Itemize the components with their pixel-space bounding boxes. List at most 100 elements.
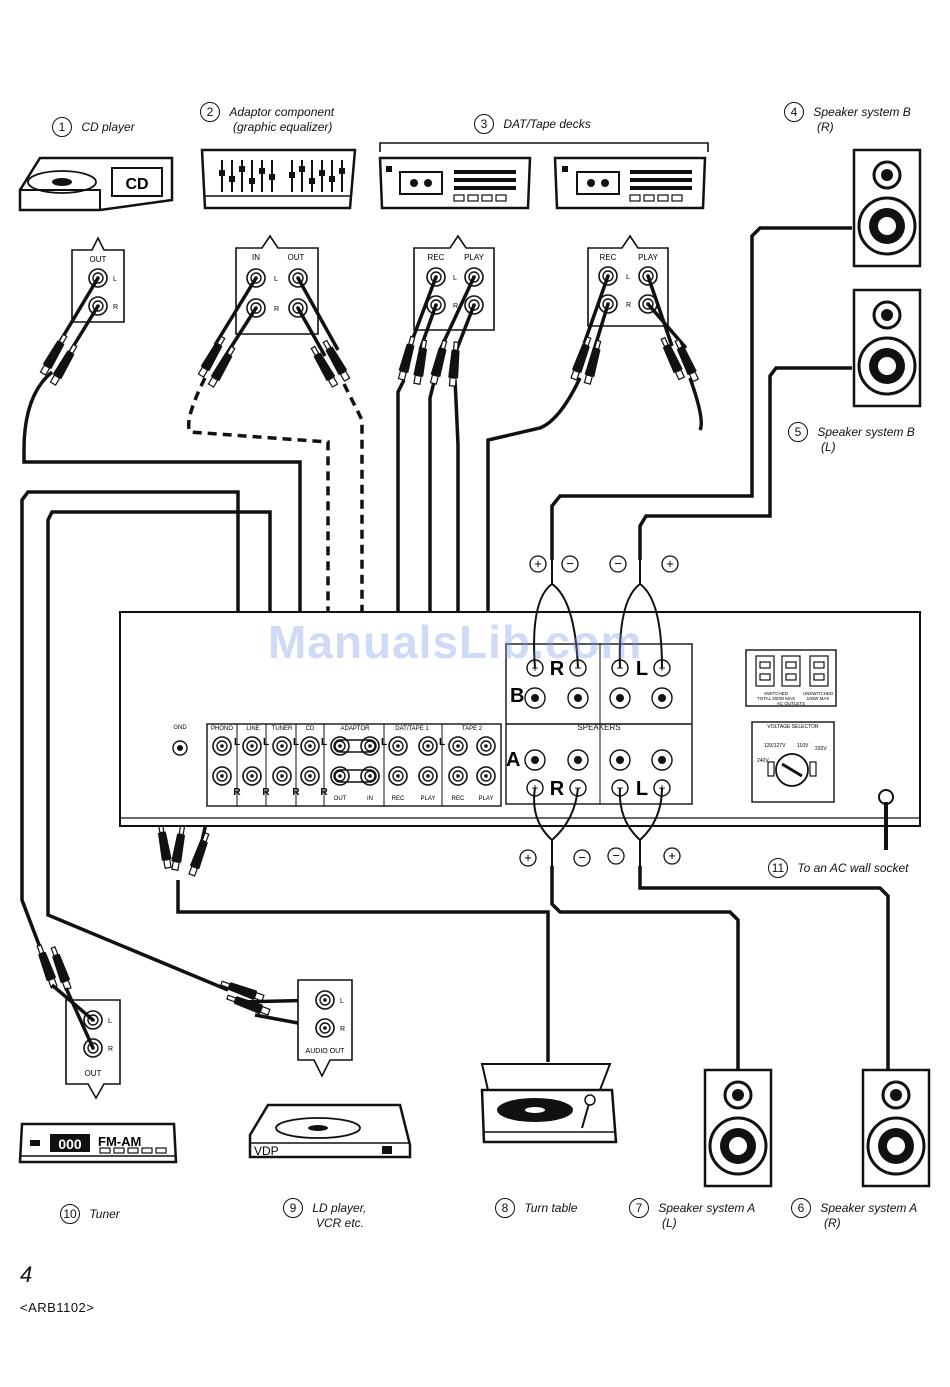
signal-cables xyxy=(20,226,890,1072)
svg-text:+: + xyxy=(666,556,674,571)
svg-text:OUT: OUT xyxy=(334,796,347,802)
component-4-sublabel: (R) xyxy=(817,120,834,134)
svg-text:IN: IN xyxy=(252,253,260,262)
svg-text:L: L xyxy=(108,1018,112,1025)
svg-text:R: R xyxy=(292,787,300,798)
component-11-label: 11 To an AC wall socket xyxy=(768,858,909,878)
svg-text:A: A xyxy=(506,749,520,771)
speaker-a-right-illustration xyxy=(861,1068,931,1188)
component-6-label: 6 Speaker system A xyxy=(791,1198,917,1218)
svg-text:DAT/TAPE 1: DAT/TAPE 1 xyxy=(395,726,429,732)
speaker-b-right-illustration xyxy=(852,148,922,268)
component-7-label: 7 Speaker system A xyxy=(629,1198,755,1218)
svg-text:110V: 110V xyxy=(797,743,809,749)
tuner-illustration: 000 FM-AM xyxy=(18,1122,178,1164)
svg-text:AUDIO OUT: AUDIO OUT xyxy=(306,1048,346,1055)
svg-text:L: L xyxy=(340,998,344,1005)
cd-display-text: CD xyxy=(125,176,148,193)
svg-text:L: L xyxy=(453,275,457,282)
component-2-label: 2 Adaptor component xyxy=(200,102,334,122)
document-code: <ARB1102> xyxy=(20,1300,95,1315)
svg-text:ADAPTOR: ADAPTOR xyxy=(341,726,371,732)
svg-text:100W MAX: 100W MAX xyxy=(807,696,830,701)
tuner-jacks-callout: L R OUT xyxy=(65,999,121,1100)
speaker-wires xyxy=(533,560,663,866)
cd-player-illustration: CD xyxy=(18,156,174,212)
svg-text:R: R xyxy=(320,787,328,798)
svg-text:120/127V: 120/127V xyxy=(764,743,786,749)
svg-text:TAPE 2: TAPE 2 xyxy=(462,726,483,732)
page-number: 4 xyxy=(20,1262,33,1287)
svg-text:LINE: LINE xyxy=(246,726,259,732)
svg-text:PLAY: PLAY xyxy=(464,253,485,262)
svg-text:OUT: OUT xyxy=(288,253,305,262)
svg-text:−: − xyxy=(614,556,622,571)
svg-text:OUT: OUT xyxy=(85,1069,102,1078)
svg-text:R: R xyxy=(108,1046,113,1053)
ld-player-illustration: VDP xyxy=(248,1103,412,1159)
svg-text:PHONO: PHONO xyxy=(211,726,233,732)
svg-text:L: L xyxy=(636,778,648,800)
svg-text:L: L xyxy=(113,276,117,283)
svg-text:R: R xyxy=(550,658,565,680)
svg-text:+: + xyxy=(534,556,542,571)
tape-decks-illustration xyxy=(378,142,709,210)
svg-text:+: + xyxy=(668,848,676,863)
svg-text:240V: 240V xyxy=(757,758,769,764)
component-5-label: 5 Speaker system B xyxy=(788,422,915,442)
svg-text:REC: REC xyxy=(428,253,445,262)
svg-text:R: R xyxy=(340,1026,345,1033)
component-4-label: 4 Speaker system B xyxy=(784,102,911,122)
svg-text:REC: REC xyxy=(392,796,405,802)
svg-text:OUT: OUT xyxy=(90,255,107,264)
receiver-rear-panel: GND PHONO LINE TUNER CD ADAPTOR DAT/TAPE… xyxy=(119,611,921,850)
svg-text:L: L xyxy=(293,737,299,748)
svg-text:−: − xyxy=(578,850,586,865)
svg-text:SPEAKERS: SPEAKERS xyxy=(577,723,620,732)
svg-text:VOLTAGE SELECTOR: VOLTAGE SELECTOR xyxy=(767,724,819,730)
component-10-label: 10 Tuner xyxy=(60,1204,120,1224)
svg-text:L: L xyxy=(439,737,445,748)
tape-deck-2-jacks-callout: REC PLAY L R xyxy=(587,234,669,327)
svg-text:TOTAL 200W MAX: TOTAL 200W MAX xyxy=(757,696,795,701)
ld-player-jacks-callout: L R AUDIO OUT xyxy=(297,979,353,1078)
svg-text:CD: CD xyxy=(306,726,315,732)
svg-text:L: L xyxy=(636,658,648,680)
svg-text:R: R xyxy=(233,787,241,798)
svg-text:VDP: VDP xyxy=(254,1144,279,1158)
svg-text:R: R xyxy=(626,302,631,309)
graphic-equalizer-illustration xyxy=(200,148,357,210)
turntable-illustration xyxy=(480,1063,618,1144)
speaker-b-left-illustration xyxy=(852,288,922,408)
component-2-sublabel: (graphic equalizer) xyxy=(233,120,333,134)
adaptor-dashed-cables xyxy=(186,377,364,640)
component-5-sublabel: (L) xyxy=(821,440,836,454)
svg-text:L: L xyxy=(263,737,269,748)
speaker-a-left-illustration xyxy=(703,1068,773,1188)
svg-text:IN: IN xyxy=(367,796,373,802)
svg-text:−: − xyxy=(612,848,620,863)
svg-text:PLAY: PLAY xyxy=(421,796,436,802)
component-7-sublabel: (L) xyxy=(662,1216,677,1230)
svg-text:R: R xyxy=(274,306,279,313)
svg-text:SWITCHED: SWITCHED xyxy=(764,691,789,696)
svg-text:L: L xyxy=(381,737,387,748)
svg-text:−: − xyxy=(566,556,574,571)
component-8-label: 8 Turn table xyxy=(495,1198,577,1218)
svg-text:TUNER: TUNER xyxy=(272,726,293,732)
svg-text:UNSWITCHED: UNSWITCHED xyxy=(803,691,834,696)
svg-text:AC OUTLETS: AC OUTLETS xyxy=(777,701,805,706)
svg-text:L: L xyxy=(274,276,278,283)
svg-text:000: 000 xyxy=(58,1136,82,1152)
component-1-label: 1 CD player xyxy=(52,117,135,137)
svg-text:L: L xyxy=(626,274,630,281)
svg-text:R: R xyxy=(113,304,118,311)
svg-text:L: L xyxy=(321,737,327,748)
svg-text:R: R xyxy=(262,787,270,798)
svg-text:L: L xyxy=(234,737,240,748)
svg-text:PLAY: PLAY xyxy=(638,253,659,262)
speaker-wire-polarity-markers: + − − + + − − + xyxy=(519,555,681,867)
svg-text:B: B xyxy=(510,685,524,707)
svg-text:220V: 220V xyxy=(815,746,827,752)
